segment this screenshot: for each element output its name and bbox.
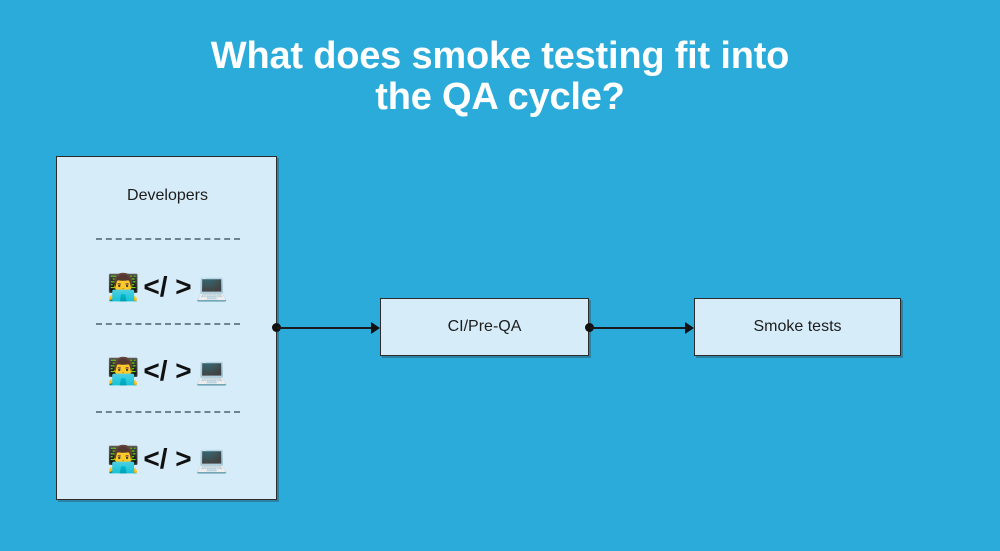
page-title: What does smoke testing fit into the QA … [210,35,790,118]
laptop-icon: 💻 [195,443,228,474]
edge-start-dot-ci [585,323,594,332]
laptop-icon: 💻 [195,355,228,386]
developer-row: 👨‍💻</ >💻 [57,352,278,388]
arrowhead-icon [371,322,380,334]
developers-label: Developers [127,187,208,204]
smoke-tests-label: Smoke tests [753,318,842,335]
developer-person-icon: 👨‍💻 [106,355,140,386]
divider-1 [96,238,240,240]
edge-developers-to-ci [277,327,373,329]
code-tag-label: </ > [143,442,192,474]
ci-pre-qa-node: CI/Pre-QA [380,298,589,356]
developer-person-icon: 👨‍💻 [106,271,140,302]
code-tag-label: </ > [143,270,192,302]
divider-3 [96,411,240,413]
smoke-tests-node: Smoke tests [694,298,901,356]
developers-node: Developers 👨‍💻</ >💻 👨‍💻</ >💻 👨‍💻</ >💻 [56,156,277,500]
developer-row: 👨‍💻</ >💻 [57,268,278,304]
ci-pre-qa-label: CI/Pre-QA [447,318,522,335]
code-tag-label: </ > [143,354,192,386]
edge-ci-to-smoke [590,327,687,329]
arrowhead-icon [685,322,694,334]
laptop-icon: 💻 [195,271,228,302]
edge-start-dot-developers [272,323,281,332]
developer-row: 👨‍💻</ >💻 [57,440,278,476]
developer-person-icon: 👨‍💻 [106,443,140,474]
divider-2 [96,323,240,325]
